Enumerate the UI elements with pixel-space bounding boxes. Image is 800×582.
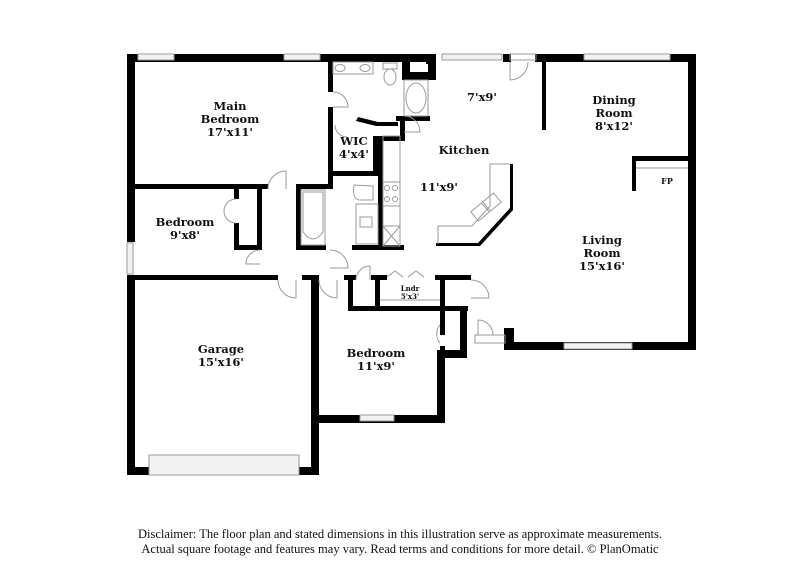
room-dimensions: 8'x12' bbox=[595, 119, 633, 133]
room-label-kitchen-dims: 11'x9' bbox=[414, 181, 464, 194]
room-name: Room bbox=[583, 246, 621, 260]
room-label-living-room: Living Room 15'x16' bbox=[572, 234, 632, 273]
room-dimensions: 11'x9' bbox=[420, 180, 458, 194]
room-name: FP bbox=[661, 176, 673, 186]
room-name: Lndr bbox=[400, 284, 420, 293]
room-label-garage: Garage 15'x16' bbox=[186, 343, 256, 369]
disclaimer-line-2: Actual square footage and features may v… bbox=[141, 542, 659, 556]
room-dimensions: 11'x9' bbox=[357, 359, 395, 373]
room-name: Room bbox=[595, 106, 633, 120]
room-label-bedroom-3: Bedroom 11'x9' bbox=[341, 347, 411, 373]
room-dimensions: 17'x11' bbox=[207, 125, 253, 139]
room-dimensions: 15'x16' bbox=[198, 355, 244, 369]
room-label-laundry: Lndr 5'x3' bbox=[395, 285, 425, 301]
room-dimensions: 9'x8' bbox=[170, 228, 200, 242]
room-dimensions: 5'x3' bbox=[400, 292, 420, 301]
room-name: Bedroom bbox=[200, 112, 260, 126]
disclaimer: Disclaimer: The floor plan and stated di… bbox=[0, 527, 800, 557]
doors bbox=[223, 53, 537, 344]
room-name: Bedroom bbox=[155, 215, 215, 229]
room-name: Bedroom bbox=[346, 346, 406, 360]
disclaimer-line-1: Disclaimer: The floor plan and stated di… bbox=[138, 527, 662, 541]
room-name: WIC bbox=[340, 134, 368, 148]
room-name: Living bbox=[582, 233, 622, 247]
room-label-wic: WIC 4'x4' bbox=[334, 135, 374, 161]
room-label-main-bedroom: Main Bedroom 17'x11' bbox=[195, 100, 265, 139]
room-name: Kitchen bbox=[438, 143, 490, 157]
room-label-dining-room: Dining Room 8'x12' bbox=[584, 94, 644, 133]
room-dimensions: 7'x9' bbox=[467, 90, 497, 104]
interior-walls bbox=[127, 62, 692, 366]
fixtures bbox=[300, 61, 688, 301]
room-name: Garage bbox=[197, 342, 245, 356]
room-label-nook: 7'x9' bbox=[462, 91, 502, 104]
room-label-bedroom-2: Bedroom 9'x8' bbox=[150, 216, 220, 242]
room-label-kitchen: Kitchen bbox=[432, 144, 496, 157]
room-dimensions: 4'x4' bbox=[339, 147, 369, 161]
room-label-fireplace: FP bbox=[655, 177, 679, 185]
room-name: Dining bbox=[592, 93, 636, 107]
room-name: Main bbox=[213, 99, 247, 113]
windows bbox=[126, 53, 671, 476]
room-dimensions: 15'x16' bbox=[579, 259, 625, 273]
